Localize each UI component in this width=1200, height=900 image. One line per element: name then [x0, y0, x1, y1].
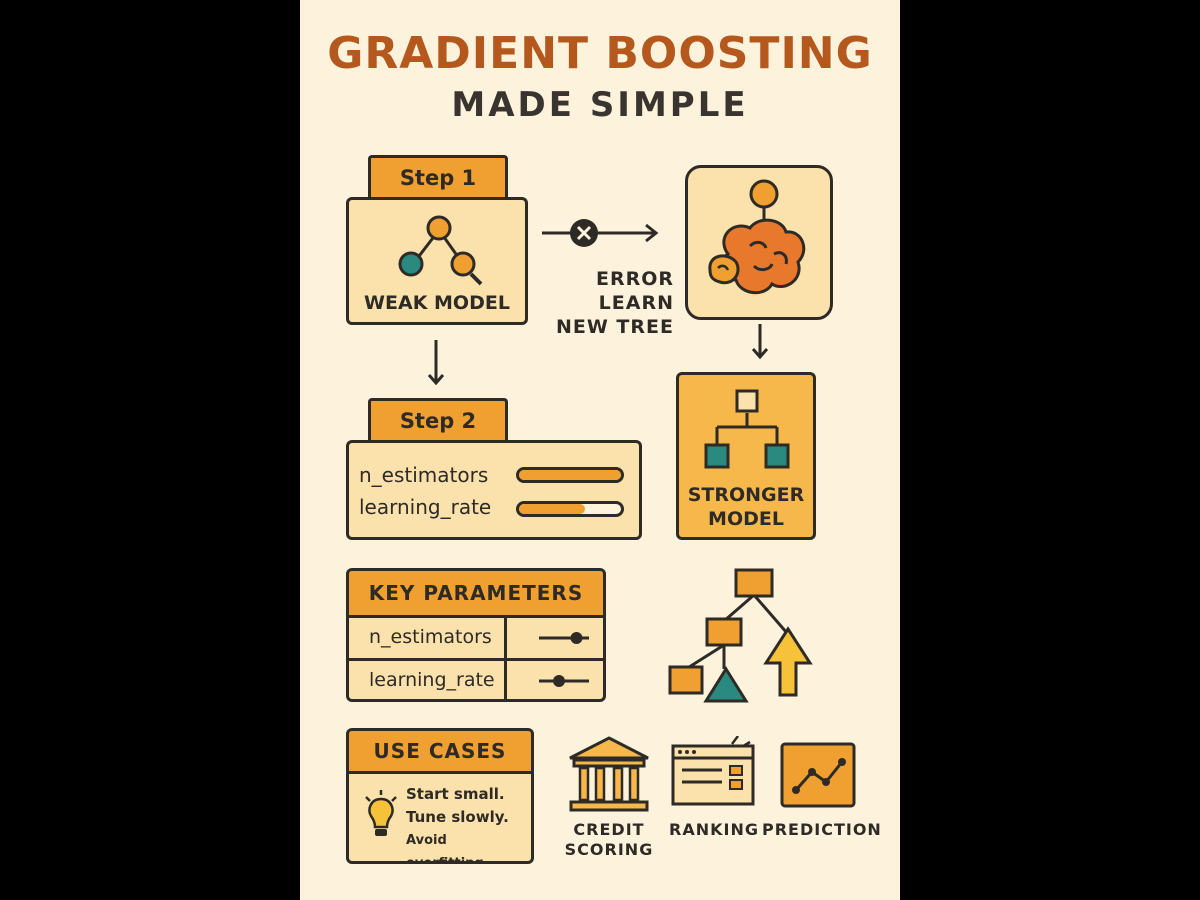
- brain-card: [685, 165, 833, 320]
- use-case-tip: Avoid overfitting.: [406, 833, 489, 864]
- key-parameters-table: KEY PARAMETERS n_estimators learning_rat…: [346, 568, 606, 702]
- brain-icon: [708, 179, 806, 295]
- step1-tab: Step 1: [368, 155, 508, 199]
- decision-tree-icon: [668, 568, 813, 703]
- step2-param-bar: [516, 467, 624, 483]
- stronger-model-card: STRONGER MODEL: [676, 372, 816, 540]
- stronger-model-line1: STRONGER: [687, 484, 805, 506]
- line-chart-icon: [780, 742, 856, 808]
- stronger-tree-icon: [704, 389, 790, 469]
- stronger-model-line2: MODEL: [708, 508, 784, 530]
- slider-icon: [539, 632, 589, 644]
- flow-text-learn: LEARN: [598, 292, 674, 314]
- step2-param-bar: [516, 501, 624, 517]
- use-case-tip: Tune slowly.: [406, 808, 509, 826]
- poster-subtitle: MADE SIMPLE: [451, 85, 749, 125]
- step2-tab: Step 2: [368, 398, 508, 442]
- bank-icon: [569, 736, 649, 812]
- poster: GRADIENT BOOSTING MADE SIMPLE Step 1 WEA…: [300, 0, 900, 900]
- step2-param-name: n_estimators: [359, 463, 489, 487]
- down-arrow-left: [427, 340, 445, 386]
- use-cases-tips: Start small. Tune slowly. Avoid overfitt…: [406, 783, 531, 864]
- step2-param-bar-fill: [519, 470, 621, 480]
- flow-text-new-tree: NEW TREE: [555, 316, 674, 338]
- key-parameters-header: KEY PARAMETERS: [349, 571, 603, 615]
- app-caption-prediction: PREDICTION: [762, 820, 882, 839]
- stronger-model-label: STRONGER MODEL: [679, 483, 813, 531]
- weak-tree-icon: [398, 215, 483, 286]
- key-parameter-name: n_estimators: [369, 626, 492, 648]
- slider-icon: [539, 675, 589, 687]
- lightbulb-icon: [365, 790, 397, 836]
- weak-model-label: WEAK MODEL: [364, 292, 510, 314]
- weak-model-card: WEAK MODEL: [346, 197, 528, 325]
- app-caption-line: SCORING: [564, 840, 654, 859]
- use-cases-header: USE CASES: [349, 731, 531, 774]
- app-caption-line: CREDIT: [573, 820, 645, 839]
- step2-card: n_estimators learning_rate: [346, 440, 642, 540]
- key-parameters-row: learning_rate: [349, 658, 603, 699]
- use-case-tip: Start small.: [406, 785, 505, 803]
- flow-text: ERROR LEARN NEW TREE: [542, 267, 674, 339]
- key-parameters-row: n_estimators: [349, 615, 603, 658]
- app-caption-ranking: RANKING: [669, 820, 759, 839]
- key-parameter-name: learning_rate: [369, 669, 495, 691]
- step2-param-bar-fill: [519, 504, 586, 514]
- use-cases-card: USE CASES Start small. Tune slowly. Avoi…: [346, 728, 534, 864]
- flow-text-error: ERROR: [595, 268, 674, 290]
- step2-param-name: learning_rate: [359, 495, 492, 519]
- ranking-window-icon: [671, 736, 755, 806]
- poster-title: GRADIENT BOOSTING: [327, 28, 873, 79]
- down-arrow-right: [751, 324, 769, 360]
- error-arrow: [542, 219, 659, 247]
- app-caption-credit-scoring: CREDIT SCORING: [556, 820, 662, 860]
